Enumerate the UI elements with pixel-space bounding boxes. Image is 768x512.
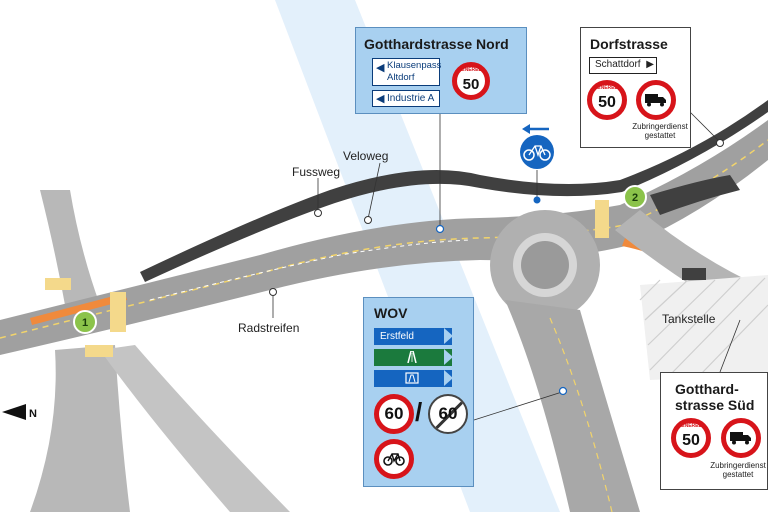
- panel-dorf-note: Zubringerdienst gestattet: [629, 122, 691, 140]
- north-label: N: [29, 408, 37, 420]
- panel-wov-speed-a: 60: [384, 404, 404, 423]
- panel-wov-dir-erstfeld: Erstfeld: [374, 328, 453, 345]
- left-arrow-icon: ◀: [376, 62, 385, 74]
- panel-sued-speed-top: GENERELL: [677, 423, 705, 429]
- panel-wov-slash: /: [415, 397, 423, 427]
- panel-dorf-speed-top: GENERELL: [593, 85, 621, 91]
- tankstelle-block: [682, 268, 706, 280]
- tankstelle-area: [640, 275, 768, 380]
- label-radstreifen: Radstreifen: [238, 321, 299, 335]
- panel-sued-note-line2: gestattet: [722, 470, 754, 479]
- dot-nord: [435, 224, 445, 234]
- panel-sued-title-1: Gotthard-: [675, 381, 739, 397]
- panel-wov: WOV Erstfeld 60 / 60: [363, 297, 474, 487]
- panel-nord-dir-1-line1: Klausenpass: [387, 60, 442, 71]
- marker-2-label: 2: [632, 192, 638, 204]
- panel-gotthardstrasse-sued: Gotthard- strasse Süd 50 GENERELL Zubrin…: [660, 372, 768, 490]
- panel-gotthardstrasse-nord: Gotthardstrasse Nord ◀ Klausenpass Altdo…: [355, 27, 527, 114]
- crosswalk-2: [110, 292, 126, 332]
- motorway-icon: [407, 351, 417, 363]
- main-road: [0, 120, 768, 355]
- bicycle-icon: [383, 453, 405, 466]
- panel-dorf-truck-sign: [636, 80, 676, 120]
- bike-direction-sign: [520, 124, 554, 169]
- panel-wov-no-bike-sign: [374, 439, 414, 479]
- right-arrow-icon: [444, 349, 453, 365]
- tankstelle-hatch: [639, 277, 768, 376]
- panel-dorf-note-line2: gestattet: [644, 131, 676, 140]
- crosswalk-1: [45, 278, 71, 290]
- roundabout-island: [521, 241, 569, 289]
- panel-dorf-dir-label: Schattdorf: [595, 59, 641, 70]
- leader-wov: [473, 391, 563, 421]
- radstreifen-line: [149, 239, 471, 301]
- road-north-west: [40, 190, 100, 305]
- truck-icon: [645, 94, 666, 107]
- leader-dorf: [689, 111, 721, 143]
- panel-wov-dir-motorway: [374, 349, 453, 366]
- panel-sued-note-line1: Zubringerdienst: [710, 461, 766, 470]
- right-arrow-icon: [444, 328, 453, 344]
- panel-nord-speed-sign: 50 GENERELL: [452, 62, 490, 100]
- marker-2: [623, 185, 647, 209]
- label-fussweg: Fussweg: [292, 165, 340, 179]
- panel-dorf-speed-sign: 50 GENERELL: [587, 80, 627, 120]
- road-south-edge: [549, 317, 613, 512]
- expressway-icon: [405, 372, 419, 384]
- dot-dorf: [716, 139, 724, 147]
- panel-nord-dir-1-line2: Altdorf: [387, 72, 415, 83]
- road-south-west: [30, 345, 130, 512]
- road-south: [505, 300, 640, 512]
- panel-wov-end-speed-sign: 60: [428, 394, 468, 434]
- road-south-branch: [100, 345, 290, 512]
- right-arrow-icon: ▶: [646, 59, 654, 70]
- panel-dorf-speed: 50: [598, 94, 616, 111]
- orange-lane-west: [30, 293, 127, 325]
- panel-wov-title: WOV: [374, 305, 408, 321]
- label-veloweg: Veloweg: [343, 149, 388, 163]
- panel-wov-dir-expressway: [374, 370, 453, 387]
- marker-1-label: 1: [82, 317, 88, 329]
- panel-nord-speed: 50: [462, 75, 480, 93]
- panel-nord-title: Gotthardstrasse Nord: [364, 36, 509, 52]
- panel-sued-note: Zubringerdienst gestattet: [707, 461, 768, 479]
- panel-wov-speed-sign: 60: [374, 394, 414, 434]
- truck-icon: [730, 432, 751, 445]
- panel-nord-dir-2: ◀ Industrie A: [372, 90, 440, 107]
- panel-dorfstrasse: Dorfstrasse Schattdorf ▶ 50 GENERELL Zub…: [580, 27, 691, 148]
- north-arrow-icon: [2, 404, 26, 420]
- panel-dorf-title: Dorfstrasse: [590, 36, 668, 52]
- marker-1: [73, 310, 97, 334]
- leader-veloweg: [367, 162, 381, 220]
- panel-sued-truck-sign: [721, 418, 761, 458]
- panel-wov-dir-1: Erstfeld: [380, 331, 414, 342]
- panel-sued-title-2: strasse Süd: [675, 397, 755, 413]
- leader-sued: [719, 319, 741, 373]
- road-east-edge: [650, 175, 740, 215]
- panel-sued-speed-sign: 50 GENERELL: [671, 418, 711, 458]
- right-arrow-icon: [444, 370, 453, 386]
- crosswalk-4: [595, 200, 609, 238]
- dot-fussweg: [314, 209, 322, 217]
- panel-nord-speed-top: GENERELL: [457, 67, 485, 73]
- dot-bike: [533, 196, 541, 204]
- dot-veloweg: [364, 216, 372, 224]
- label-tankstelle: Tankstelle: [662, 312, 716, 326]
- left-arrow-icon: ◀: [376, 93, 385, 105]
- dot-radstreifen: [269, 288, 277, 296]
- panel-dorf-dir: Schattdorf ▶: [589, 57, 657, 74]
- crosswalk-3: [85, 345, 113, 357]
- panel-sued-speed: 50: [682, 432, 700, 449]
- panel-wov-speed-b: 60: [438, 404, 458, 423]
- panel-nord-dir-1: ◀ Klausenpass Altdorf: [372, 58, 442, 86]
- dot-wov: [558, 386, 568, 396]
- panel-nord-dir-2-label: Industrie A: [387, 93, 435, 104]
- panel-dorf-note-line1: Zubringerdienst: [632, 122, 688, 131]
